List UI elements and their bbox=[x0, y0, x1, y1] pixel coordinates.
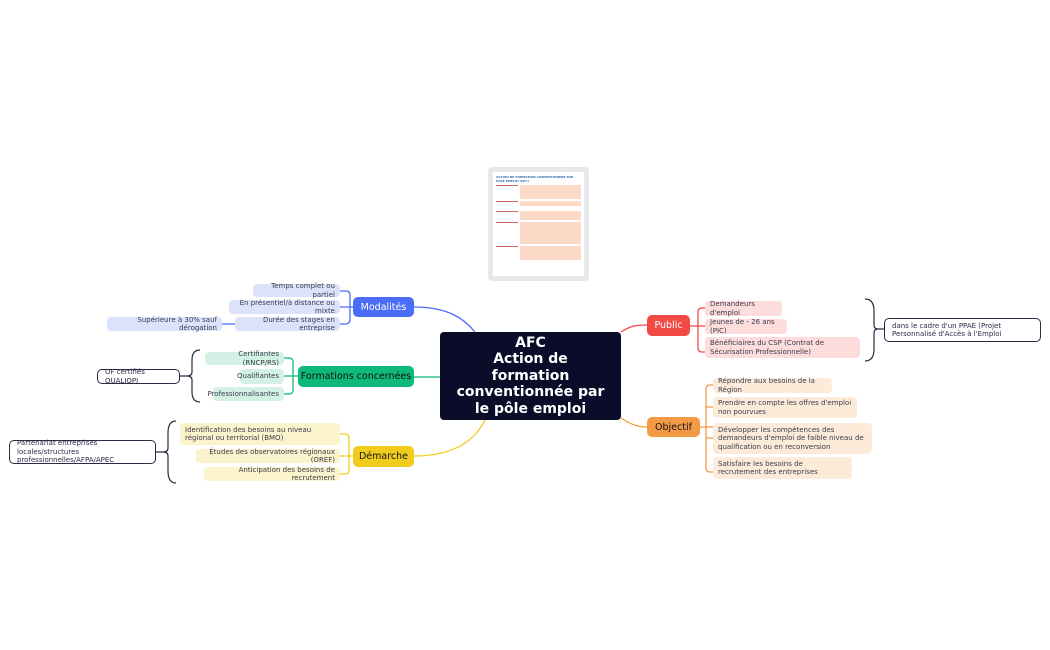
demarche-summary[interactable]: Partenariat entreprises locales/structur… bbox=[9, 439, 156, 464]
central-subtitle: Action de formation conventionnée par le… bbox=[456, 351, 605, 417]
demarche-item[interactable]: Études des observatoires régionaux (OREF… bbox=[196, 448, 340, 464]
formations-item[interactable]: Qualifiantes bbox=[237, 369, 284, 384]
modalites-item[interactable]: En présentiel/à distance ou mixte bbox=[229, 299, 340, 315]
formations-item[interactable]: Certifiantes (RNCP/RS) bbox=[205, 350, 284, 367]
formations-summary[interactable]: OF certifiés QUALIOPI bbox=[97, 368, 180, 385]
objectif-item[interactable]: Satisfaire les besoins de recrutement de… bbox=[713, 457, 852, 479]
public-item[interactable]: Jeunes de - 26 ans (PIC) bbox=[705, 318, 787, 335]
branch-modalites[interactable]: Modalités bbox=[353, 297, 414, 317]
document-thumbnail[interactable]: ACTION DE FORMATION CONVENTIONNÉE PAR PÔ… bbox=[488, 167, 589, 281]
objectif-item[interactable]: Répondre aux besoins de la Région bbox=[713, 377, 832, 394]
public-item[interactable]: Demandeurs d'emploi bbox=[705, 300, 782, 317]
modalites-item[interactable]: Durée des stages en entreprise bbox=[235, 316, 340, 332]
modalites-item[interactable]: Temps complet ou partiel bbox=[253, 282, 340, 299]
central-title: AFC bbox=[515, 334, 546, 351]
central-topic[interactable]: AFC Action de formation conventionnée pa… bbox=[440, 332, 621, 420]
demarche-item[interactable]: Identification des besoins au niveau rég… bbox=[180, 423, 340, 445]
branch-formations[interactable]: Formations concernées bbox=[298, 366, 414, 387]
thumbnail-title: ACTION DE FORMATION CONVENTIONNÉE PAR PÔ… bbox=[496, 175, 574, 183]
public-summary[interactable]: dans le cadre d'un PPAE (Projet Personna… bbox=[884, 318, 1041, 342]
branch-objectif[interactable]: Objectif bbox=[647, 417, 700, 437]
branch-demarche[interactable]: Démarche bbox=[353, 446, 414, 467]
public-item[interactable]: Bénéficiaires du CSP (Contrat de Sécuris… bbox=[705, 337, 860, 358]
objectif-item[interactable]: Prendre en compte les offres d'emploi no… bbox=[713, 397, 857, 418]
objectif-item[interactable]: Développer les compétences des demandeur… bbox=[713, 423, 872, 454]
formations-item[interactable]: Professionnalisantes bbox=[207, 387, 284, 401]
modalites-subitem[interactable]: Supérieure à 30% sauf dérogation bbox=[107, 316, 222, 332]
demarche-item[interactable]: Anticipation des besoins de recrutement bbox=[204, 466, 340, 482]
branch-public[interactable]: Public bbox=[647, 315, 690, 336]
